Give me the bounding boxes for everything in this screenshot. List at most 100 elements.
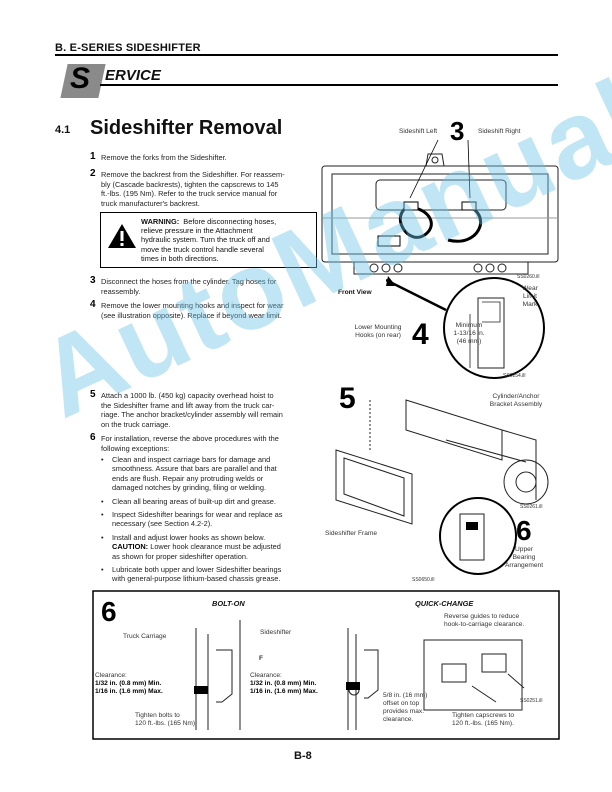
step-number: 3 <box>90 275 96 286</box>
step-2: 2 Remove the backrest from the Sideshift… <box>90 168 320 210</box>
caution-label: CAUTION: <box>112 542 149 552</box>
figure-5-removal-view <box>335 399 549 575</box>
bullet-text: with general-purpose lithium-based chass… <box>112 574 281 584</box>
figure-4-hook-detail <box>386 276 545 379</box>
reverse-guides-text: Reverse guides to reduce <box>444 613 520 620</box>
wear-limit-text: Wear <box>522 285 538 292</box>
quick-change-heading: QUICK-CHANGE <box>415 599 474 608</box>
force-label: F <box>259 655 264 662</box>
bullet-item: • Clean all bearing areas of built-up di… <box>101 497 276 506</box>
step-text: riage. The anchor bracket/cylinder assem… <box>101 410 283 420</box>
sideshifter-frame-label: Sideshifter Frame <box>325 530 378 537</box>
step-text: reassembly. <box>101 286 141 296</box>
clearance-right: Clearance: 1/32 in. (0.8 mm) Min. 1/16 i… <box>250 672 318 696</box>
step-5: 5 Attach a 1000 lb. (450 kg) capacity ov… <box>90 389 325 433</box>
warning-text: hydraulic system. Turn the truck off and <box>141 235 270 245</box>
bullet-text: smoothness. Assure that bars are paralle… <box>112 464 277 474</box>
section-number: 4.1 <box>55 124 71 136</box>
step-text: bly (Cascade backrests), tighten the cap… <box>101 179 279 189</box>
minimum-text: Minimum <box>455 322 483 329</box>
bullet-text: Inspect Sideshifter bearings for wear an… <box>112 510 283 519</box>
reverse-guides-label: Reverse guides to reduce hook-to-carriag… <box>444 613 524 629</box>
lower-hooks-label: Lower Mounting Hooks (on rear) <box>349 324 407 340</box>
figure-3-number: 3 <box>450 116 465 146</box>
clearance-min: 1/32 in. (0.8 mm) Min. <box>95 680 162 687</box>
tighten-capscrews-label: Tighten capscrews to 120 ft.-lbs. (165 N… <box>452 712 514 728</box>
step-number: 5 <box>90 389 96 400</box>
warning-text: move the truck control handle several <box>141 244 264 254</box>
tighten-bolts-text: Tighten bolts to <box>135 712 180 719</box>
cylinder-anchor-label: Cylinder/Anchor Bracket Assembly <box>481 393 551 409</box>
series-header: B. E-SERIES SIDESHIFTER <box>55 42 201 54</box>
warning-box: WARNING: Before disconnecting hoses, rel… <box>100 212 317 268</box>
clearance-title: Clearance: <box>95 672 127 679</box>
bullet-item: • Lubricate both upper and lower Sideshi… <box>101 565 282 584</box>
lower-hooks-text: Hooks (on rear) <box>355 332 401 339</box>
warning-triangle-icon <box>108 224 136 248</box>
bullet-text: necessary (see Section 4.2-2). <box>112 519 213 529</box>
bolt-on-heading: BOLT-ON <box>212 599 245 608</box>
sideshifter-label: Sideshifter <box>260 629 292 636</box>
warning-text: relieve pressure in the Attachment <box>141 226 253 236</box>
section-title: Sideshifter Removal <box>90 117 283 139</box>
step-text: following exceptions: <box>101 443 170 453</box>
clearance-title: Clearance: <box>250 672 282 679</box>
upper-bearing-text: Arrangement <box>504 562 544 569</box>
truck-carriage-label: Truck Carriage <box>123 633 167 640</box>
step-text: on the truck carriage. <box>101 419 171 429</box>
reverse-guides-text: hook-to-carriage clearance. <box>444 621 525 628</box>
figure-3-front-view <box>321 139 559 275</box>
bullet-text: Clean all bearing areas of built-up dirt… <box>112 497 276 506</box>
warning-text: Before disconnecting hoses, <box>183 217 277 226</box>
bullet-text: Install and adjust lower hooks as shown … <box>112 533 266 542</box>
bullet-text: Lubricate both upper and lower Sideshift… <box>112 565 282 574</box>
offset-text: clearance. <box>383 716 414 723</box>
service-word: ERVICE <box>105 67 161 84</box>
step-number: 2 <box>90 168 96 179</box>
cylinder-anchor-text: Bracket Assembly <box>489 401 543 408</box>
step-text: (see illustration opposite). Replace if … <box>101 310 282 320</box>
step-text: truck manufacturer's backrest. <box>101 198 200 208</box>
lower-hooks-text: Lower Mounting <box>354 324 402 331</box>
figure-4-number: 4 <box>412 318 429 351</box>
front-view-label: Front View <box>338 289 372 296</box>
step-text: the Sideshifter frame and lift away from… <box>101 400 275 410</box>
step-number: 6 <box>90 432 96 443</box>
upper-bearing-label: Upper Bearing Arrangement <box>504 546 544 570</box>
step-text: Remove the lower mounting hooks and insp… <box>101 301 284 310</box>
offset-label: 5/8 in. (16 mm) offset on top provides m… <box>383 692 427 724</box>
offset-text: 5/8 in. (16 mm) <box>383 692 428 699</box>
clearance-max: 1/16 in. (1.6 mm) Max. <box>95 688 163 695</box>
warning-text: times in both directions. <box>141 253 219 263</box>
step-text: Remove the forks from the Sideshifter. <box>101 153 227 162</box>
bullet-item: • Clean and inspect carriage bars for da… <box>101 455 277 493</box>
clearance-max: 1/16 in. (1.6 mm) Max. <box>250 688 318 695</box>
figure-5-detail-number: 6 <box>516 515 532 546</box>
figure-4-code: SS0254.ill <box>503 373 526 379</box>
bullet-item: • Install and adjust lower hooks as show… <box>101 533 281 561</box>
step-text: ft.-lbs. (195 Nm). Refer to the truck se… <box>101 189 278 199</box>
bullet-text: Clean and inspect carriage bars for dama… <box>112 455 271 464</box>
minimum-text: (46 mm) <box>456 338 482 345</box>
bullet-item: • Inspect Sideshifter bearings for wear … <box>101 510 283 529</box>
step-text: Disconnect the hoses from the cylinder. … <box>101 277 277 286</box>
tighten-bolts-text: 120 ft.-lbs. (165 Nm). <box>135 720 197 727</box>
sideshift-left-label: Sideshift Left <box>399 128 438 135</box>
sideshift-right-label: Sideshift Right <box>478 128 521 135</box>
step-number: 4 <box>90 299 96 310</box>
step-text: For installation, reverse the above proc… <box>101 434 279 443</box>
service-letter: S <box>70 62 91 95</box>
step-1: 1 Remove the forks from the Sideshifter. <box>90 151 320 165</box>
caution-text: Lower hook clearance must be adjusted <box>150 542 281 552</box>
step-6: 6 For installation, reverse the above pr… <box>90 432 325 456</box>
step-4: 4 Remove the lower mounting hooks and in… <box>90 299 330 323</box>
bullet-text: damaged notches by grinding, filing or w… <box>112 483 267 493</box>
page-number: B-8 <box>294 750 312 762</box>
step-3: 3 Disconnect the hoses from the cylinder… <box>90 275 320 299</box>
service-rule <box>100 84 558 86</box>
wear-limit-text: Mark <box>522 301 538 308</box>
tighten-bolts-label: Tighten bolts to 120 ft.-lbs. (165 Nm). <box>135 712 197 728</box>
cylinder-anchor-text: Cylinder/Anchor <box>492 393 540 400</box>
wear-limit-label: Wear Limit Mark <box>518 285 542 309</box>
step-number: 1 <box>90 151 96 162</box>
